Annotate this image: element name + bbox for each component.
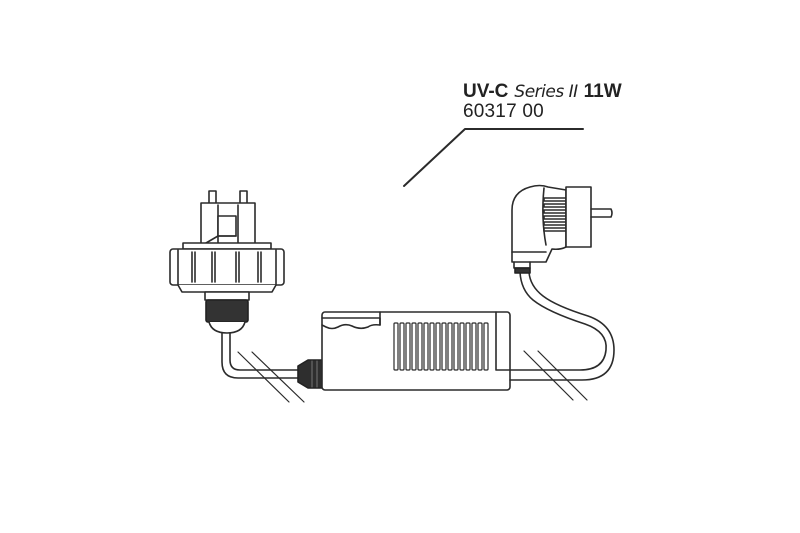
lamp-socket-connector [169, 190, 285, 334]
cable-socket-to-ballast [221, 332, 323, 403]
mains-plug [511, 184, 613, 274]
product-series: Series II [514, 82, 578, 102]
product-wattage: 11W [583, 81, 622, 102]
product-name: UV-C [463, 81, 509, 102]
cable-ballast-to-plug [509, 271, 615, 401]
part-number: 60317 00 [463, 101, 544, 122]
ballast-unit [321, 311, 511, 391]
ventilation-slots [393, 322, 489, 371]
leader-line [403, 128, 584, 187]
